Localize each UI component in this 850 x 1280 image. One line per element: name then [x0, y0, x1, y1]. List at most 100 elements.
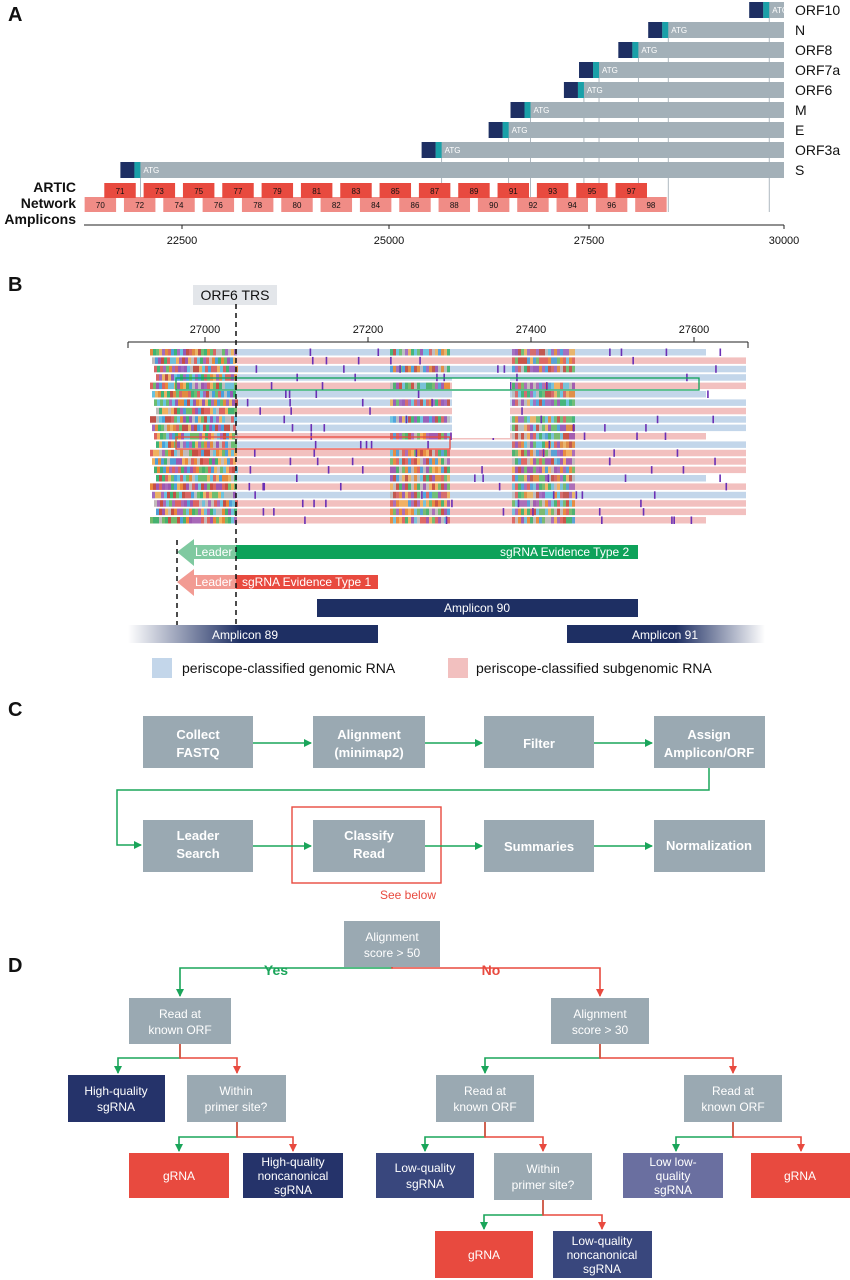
mismatch-cell — [569, 517, 572, 524]
mismatch-cell — [426, 500, 429, 507]
mismatch-cell — [210, 508, 213, 516]
mismatch-cell — [518, 449, 521, 457]
tree-edge — [175, 1122, 238, 1152]
node-lq-noncanonical-line3: sgRNA — [583, 1262, 621, 1276]
mismatch-cell — [411, 365, 414, 373]
mismatch-cell — [217, 433, 220, 440]
mismatch-cell — [235, 399, 238, 406]
mismatch-cell — [536, 517, 539, 524]
orf-name: E — [795, 122, 804, 138]
mismatch-cell — [180, 449, 183, 457]
mismatch-cell — [160, 365, 163, 373]
mismatch-cell — [536, 349, 539, 356]
mismatch-cell — [572, 475, 575, 482]
mismatch-cell — [417, 433, 420, 440]
mismatch-cell — [551, 416, 554, 423]
mismatch-cell — [432, 466, 435, 474]
mismatch-cell — [174, 483, 177, 490]
mismatch-cell — [536, 441, 539, 448]
mismatch-cell — [186, 449, 189, 457]
mismatch-cell — [417, 508, 420, 516]
mismatch-cell — [393, 491, 396, 499]
mismatch-cell — [222, 416, 225, 423]
mismatch-cell — [536, 508, 539, 516]
mismatch-cell — [208, 365, 211, 373]
classify-line1: Classify — [344, 828, 395, 843]
mismatch-cell — [444, 500, 447, 507]
amplicon-bar — [340, 183, 372, 198]
mismatch-cell — [181, 365, 184, 373]
mismatch-cell — [420, 458, 423, 465]
mismatch-cell — [212, 458, 215, 465]
mismatch-cell — [194, 491, 197, 499]
mismatch-cell — [153, 517, 156, 524]
mismatch-cell — [195, 349, 198, 356]
mismatch-cell — [217, 365, 220, 373]
mismatch-cell — [161, 391, 164, 398]
mismatch-cell — [542, 458, 545, 465]
mismatch-cell — [569, 424, 572, 432]
mismatch-cell — [187, 365, 190, 373]
mismatch-cell — [231, 349, 234, 356]
mismatch-cell — [168, 349, 171, 356]
orf-name: N — [795, 22, 805, 38]
mismatch-cell — [518, 365, 521, 373]
mismatch-cell — [171, 416, 174, 423]
mismatch-cell — [206, 391, 209, 398]
mismatch-cell — [393, 508, 396, 516]
mismatch-cell — [521, 449, 524, 457]
mismatch-cell — [554, 424, 557, 432]
mismatch-cell — [429, 458, 432, 465]
mismatch-cell — [228, 475, 231, 482]
mismatch-cell — [205, 365, 208, 373]
mismatch-cell — [228, 449, 231, 457]
mismatch-cell — [152, 491, 155, 499]
mismatch-cell — [423, 466, 426, 474]
node-left-primer-line2: primer site? — [205, 1100, 268, 1114]
read-bar — [156, 441, 746, 448]
mismatch-cell — [171, 475, 174, 482]
mismatch-cell — [233, 458, 236, 465]
mismatch-cell — [162, 508, 165, 516]
mismatch-cell — [198, 382, 201, 390]
mismatch-cell — [447, 365, 450, 373]
mismatch-cell — [420, 382, 423, 390]
mismatch-cell — [217, 399, 220, 406]
mismatch-cell — [444, 483, 447, 490]
insertion-mark — [540, 415, 543, 424]
mismatch-cell — [435, 416, 438, 423]
mismatch-cell — [435, 382, 438, 390]
mismatch-cell — [399, 349, 402, 356]
mismatch-cell — [220, 433, 223, 440]
mismatch-cell — [230, 458, 233, 465]
insertion-mark — [575, 491, 578, 499]
tree-edge — [114, 1044, 181, 1074]
mismatch-cell — [521, 357, 524, 364]
mismatch-cell — [572, 441, 575, 448]
mismatch-cell — [566, 500, 569, 507]
mismatch-cell — [162, 416, 165, 423]
mismatch-cell — [186, 441, 189, 448]
mismatch-cell — [197, 491, 200, 499]
mismatch-cell — [521, 500, 524, 507]
atg-label: ATG — [587, 86, 603, 95]
mismatch-cell — [563, 517, 566, 524]
mismatch-cell — [228, 416, 231, 423]
amplicon-id: 84 — [371, 201, 380, 210]
insertion-mark — [671, 516, 673, 524]
mismatch-cell — [185, 391, 188, 398]
mismatch-cell — [542, 441, 545, 448]
mismatch-cell — [214, 399, 217, 406]
mismatch-cell — [231, 449, 234, 457]
region-tick-label: 27400 — [516, 324, 547, 336]
amplicon-id: 96 — [607, 201, 616, 210]
node-hq-noncanonical-line3: sgRNA — [274, 1183, 312, 1197]
mismatch-cell — [179, 424, 182, 432]
mismatch-cell — [432, 483, 435, 490]
mismatch-cell — [554, 391, 557, 398]
mismatch-cell — [182, 424, 185, 432]
mismatch-cell — [405, 365, 408, 373]
mismatch-cell — [447, 382, 450, 390]
mismatch-cell — [186, 416, 189, 423]
insertion-mark — [482, 474, 484, 482]
